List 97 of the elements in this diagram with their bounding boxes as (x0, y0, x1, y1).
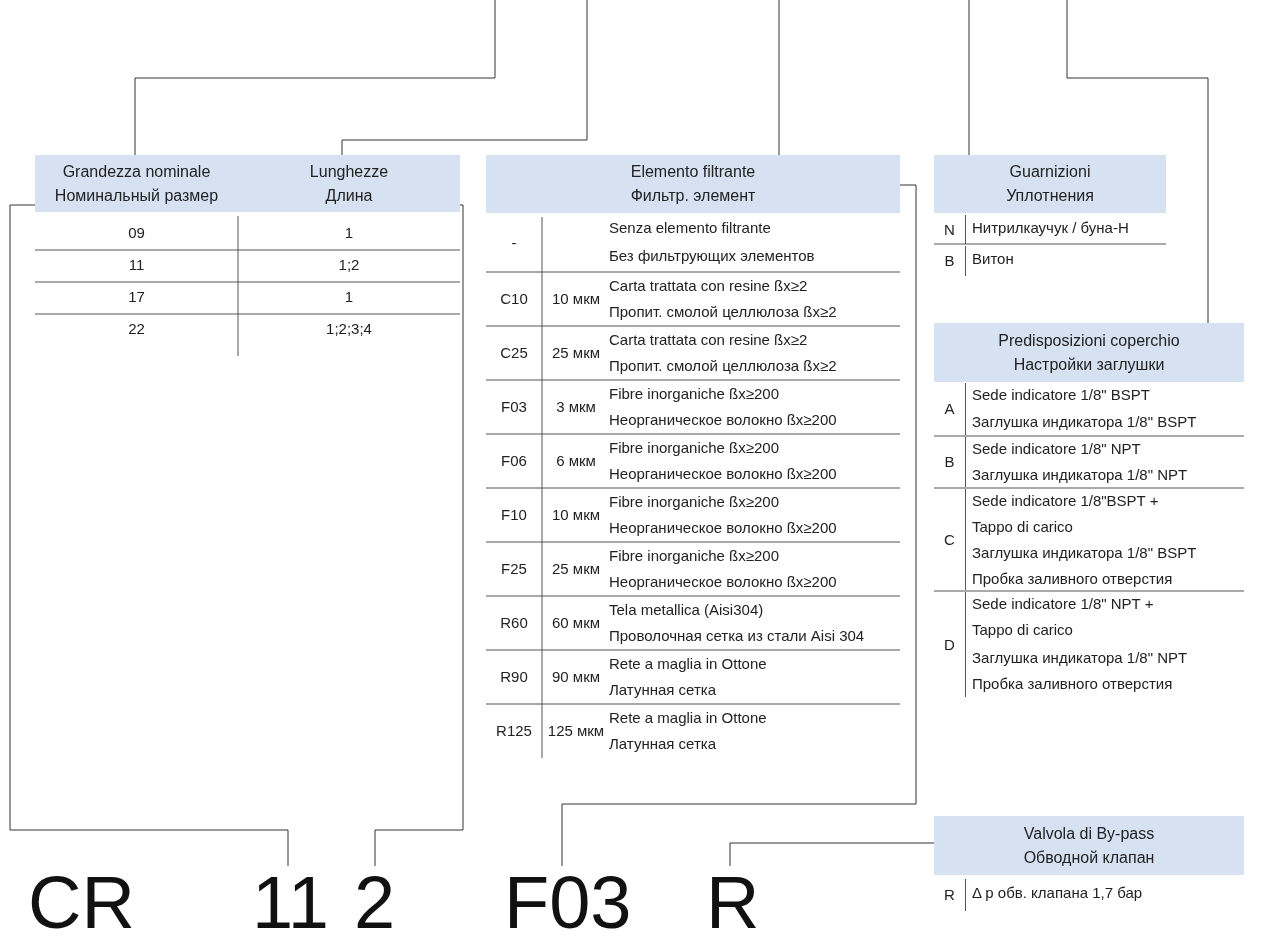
leader-line (374, 204, 464, 867)
option-description: Fibre inorganiche ßx≥200 (609, 384, 779, 404)
header-title: Valvola di By-pass (1023, 823, 1155, 844)
option-description: Sede indicatore 1/8" NPT + Tappo di carico (972, 594, 1155, 640)
leader-line (778, 0, 780, 156)
option-description: Заглушка индикатора 1/8" BSPT Пробка заливного отверстия (972, 542, 1198, 589)
option-description: Tela metallica (Aisi304) (609, 600, 764, 620)
option-description: Неорганическое волокно ßx≥200 (609, 410, 837, 430)
leader-line (9, 204, 289, 867)
option-code: R125 (495, 721, 533, 741)
size-value: 17 (127, 287, 146, 307)
option-code: F25 (500, 559, 528, 579)
option-description: Заглушка индикатора 1/8" BSPT (972, 412, 1198, 432)
header-title: Guarnizioni (1009, 162, 1091, 182)
option-description: Латунная сетка (609, 680, 717, 700)
table-header (934, 323, 1244, 382)
order-code-part: 11 (252, 866, 328, 940)
option-description: Пропит. смолой целлюлоза ßx≥2 (609, 356, 837, 376)
option-description: Sede indicatore 1/8" NPT (972, 439, 1142, 459)
option-code: C10 (499, 289, 529, 309)
leader-line (729, 842, 935, 867)
header-title: Обводной клапан (1023, 847, 1155, 868)
option-code: F06 (500, 451, 528, 471)
micron-rating: 25 мкм (550, 559, 601, 579)
option-code: A (934, 383, 966, 435)
option-code: B (934, 437, 966, 487)
option-description: Carta trattata con resine ßx≥2 (609, 276, 808, 296)
size-value: 09 (127, 223, 146, 243)
micron-rating: 10 мкм (550, 505, 601, 525)
micron-rating: 60 мкм (550, 613, 601, 633)
header-title: Фильтр. элемент (630, 186, 756, 206)
micron-rating: 125 мкм (546, 721, 606, 741)
order-code-part: CR (28, 866, 135, 940)
option-code: C (934, 489, 966, 590)
header-title: Номинальный размер (54, 185, 219, 206)
option-code: F10 (500, 505, 528, 525)
order-code-part: R (706, 866, 756, 940)
option-description: Нитрилкаучук / буна-Н (972, 218, 1129, 238)
option-description: Rete a maglia in Ottone (609, 708, 767, 728)
option-code: R90 (499, 667, 529, 687)
option-description: Fibre inorganiche ßx≥200 (609, 546, 779, 566)
leader-line (1066, 0, 1209, 324)
option-description: Неорганическое волокно ßx≥200 (609, 464, 837, 484)
order-code-part: 2 (354, 866, 396, 940)
option-code: R (934, 879, 966, 911)
header-title: Lunghezze (309, 161, 389, 182)
length-value: 1 (343, 287, 355, 307)
header-title: Длина (325, 185, 373, 206)
table-header (35, 155, 238, 212)
option-description: Неорганическое волокно ßx≥200 (609, 518, 837, 538)
micron-rating: 25 мкм (550, 343, 601, 363)
table-header (238, 155, 460, 212)
option-description: Δ p обв. клапана 1,7 бар (972, 883, 1143, 903)
length-value: 1;2;3;4 (325, 319, 373, 339)
header-title: Grandezza nominale (62, 161, 211, 182)
leader-line (561, 184, 917, 867)
header-title: Elemento filtrante (630, 162, 756, 182)
header-title: Настройки заглушки (1013, 354, 1165, 375)
option-description: Senza elemento filtrante (609, 218, 771, 238)
micron-rating: 3 мкм (555, 397, 597, 417)
option-code: B (934, 246, 966, 276)
option-description: Латунная сетка (609, 734, 717, 754)
option-description: Sede indicatore 1/8" BSPT (972, 385, 1151, 405)
table-header (934, 816, 1244, 875)
header-title: Уплотнения (1006, 186, 1094, 206)
size-value: 11 (127, 255, 146, 275)
leader-line (134, 0, 496, 156)
option-code: F03 (500, 397, 528, 417)
micron-rating: 90 мкм (550, 667, 601, 687)
table-header (486, 155, 900, 213)
micron-rating: 10 мкм (550, 289, 601, 309)
option-description: Заглушка индикатора 1/8" NPT Пробка заливного отверстия (972, 647, 1188, 694)
leader-line (341, 0, 588, 156)
micron-rating: 6 мкм (555, 451, 597, 471)
option-description: Fibre inorganiche ßx≥200 (609, 438, 779, 458)
option-code: N (934, 215, 966, 244)
option-code: C25 (499, 343, 529, 363)
option-description: Витон (972, 249, 1014, 269)
length-value: 1 (343, 223, 355, 243)
option-description: Заглушка индикатора 1/8" NPT (972, 465, 1189, 485)
option-code: R60 (499, 613, 529, 633)
option-code: D (934, 592, 966, 697)
option-description: Проволочная сетка из стали Aisi 304 (609, 626, 865, 646)
option-description: Fibre inorganiche ßx≥200 (609, 492, 779, 512)
option-description: Carta trattata con resine ßx≥2 (609, 330, 808, 350)
option-code: - (510, 233, 518, 253)
option-description: Пропит. смолой целлюлоза ßx≥2 (609, 302, 837, 322)
option-description: Без фильтрующих элементов (609, 246, 815, 266)
table-header (934, 155, 1166, 213)
option-description: Rete a maglia in Ottone (609, 654, 767, 674)
option-description: Sede indicatore 1/8"BSPT + Tappo di carico (972, 491, 1160, 537)
leader-line (968, 0, 970, 156)
length-value: 1;2 (337, 255, 361, 275)
header-title: Predisposizioni coperchio (998, 330, 1180, 351)
option-description: Неорганическое волокно ßx≥200 (609, 572, 837, 592)
size-value: 22 (127, 319, 146, 339)
order-code-part: F03 (504, 866, 630, 940)
